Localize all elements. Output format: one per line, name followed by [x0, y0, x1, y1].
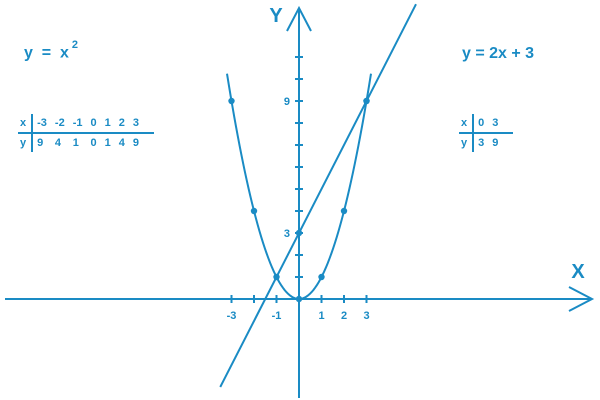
y-axis-arrow — [286, 5, 312, 32]
line-equation: y = 2x + 3 — [462, 45, 535, 62]
table-cell-x-0: 0 — [473, 114, 489, 134]
x-axis-arrow — [568, 286, 595, 312]
table-cell-x-2: -1 — [68, 114, 87, 134]
table-cell-x-6: 3 — [128, 114, 143, 134]
line-point — [295, 229, 303, 237]
table-cell-y-0: 9 — [37, 137, 44, 149]
parabola-point — [273, 273, 280, 281]
table-cell-x-4: 1 — [100, 114, 115, 134]
curves — [219, 3, 417, 388]
parabola-equation-base: y = x — [24, 44, 69, 62]
table-cell-x-1: -2 — [50, 114, 69, 134]
table-cell-y-6: 9 — [132, 137, 139, 149]
x-tick-label: 2 — [341, 310, 347, 322]
axes — [5, 5, 595, 398]
table-header-x: x — [459, 114, 475, 134]
table-rule-extension — [502, 114, 514, 134]
table-cell-x-5: 2 — [114, 114, 129, 134]
table-rule-extension — [502, 133, 513, 152]
x-tick-label: -3 — [227, 310, 237, 322]
parabola-equation-exponent: 2 — [71, 39, 79, 51]
x-tick-label: 1 — [318, 310, 324, 322]
table-rule-extension — [143, 133, 154, 152]
parabola-point — [340, 207, 348, 215]
table-cell-y-0: 3 — [478, 137, 485, 149]
table-cell-x-3: 0 — [86, 114, 101, 134]
line-point — [363, 97, 370, 105]
table-header-x: x — [18, 114, 34, 134]
parabola-point — [318, 273, 325, 281]
parabola-point — [228, 97, 235, 105]
y-tick-label: 3 — [284, 228, 290, 240]
table-cell-x-0: -3 — [32, 114, 51, 134]
parabola-point — [295, 295, 303, 303]
table-cell-y-4: 1 — [104, 137, 111, 149]
x-tick-label: -1 — [272, 310, 282, 322]
x-axis-label: X — [571, 261, 585, 283]
table-cell-y-5: 4 — [118, 137, 125, 149]
table-cell-y-1: 9 — [492, 137, 499, 149]
linear-line — [219, 3, 417, 388]
table-cell-x-1: 3 — [488, 114, 503, 134]
table-cell-y-2: 1 — [72, 137, 79, 149]
table-rule-extension — [142, 114, 155, 134]
table-cell-y-3: 0 — [90, 137, 97, 149]
y-tick-label: 9 — [284, 96, 290, 108]
y-axis-label: Y — [269, 5, 283, 27]
table-header-y: y — [459, 133, 475, 152]
table-cell-y-1: 4 — [54, 137, 62, 149]
data-points — [228, 97, 370, 303]
x-tick-label: 3 — [363, 310, 369, 322]
parabola-point — [250, 207, 258, 215]
table-header-y: y — [18, 133, 34, 152]
